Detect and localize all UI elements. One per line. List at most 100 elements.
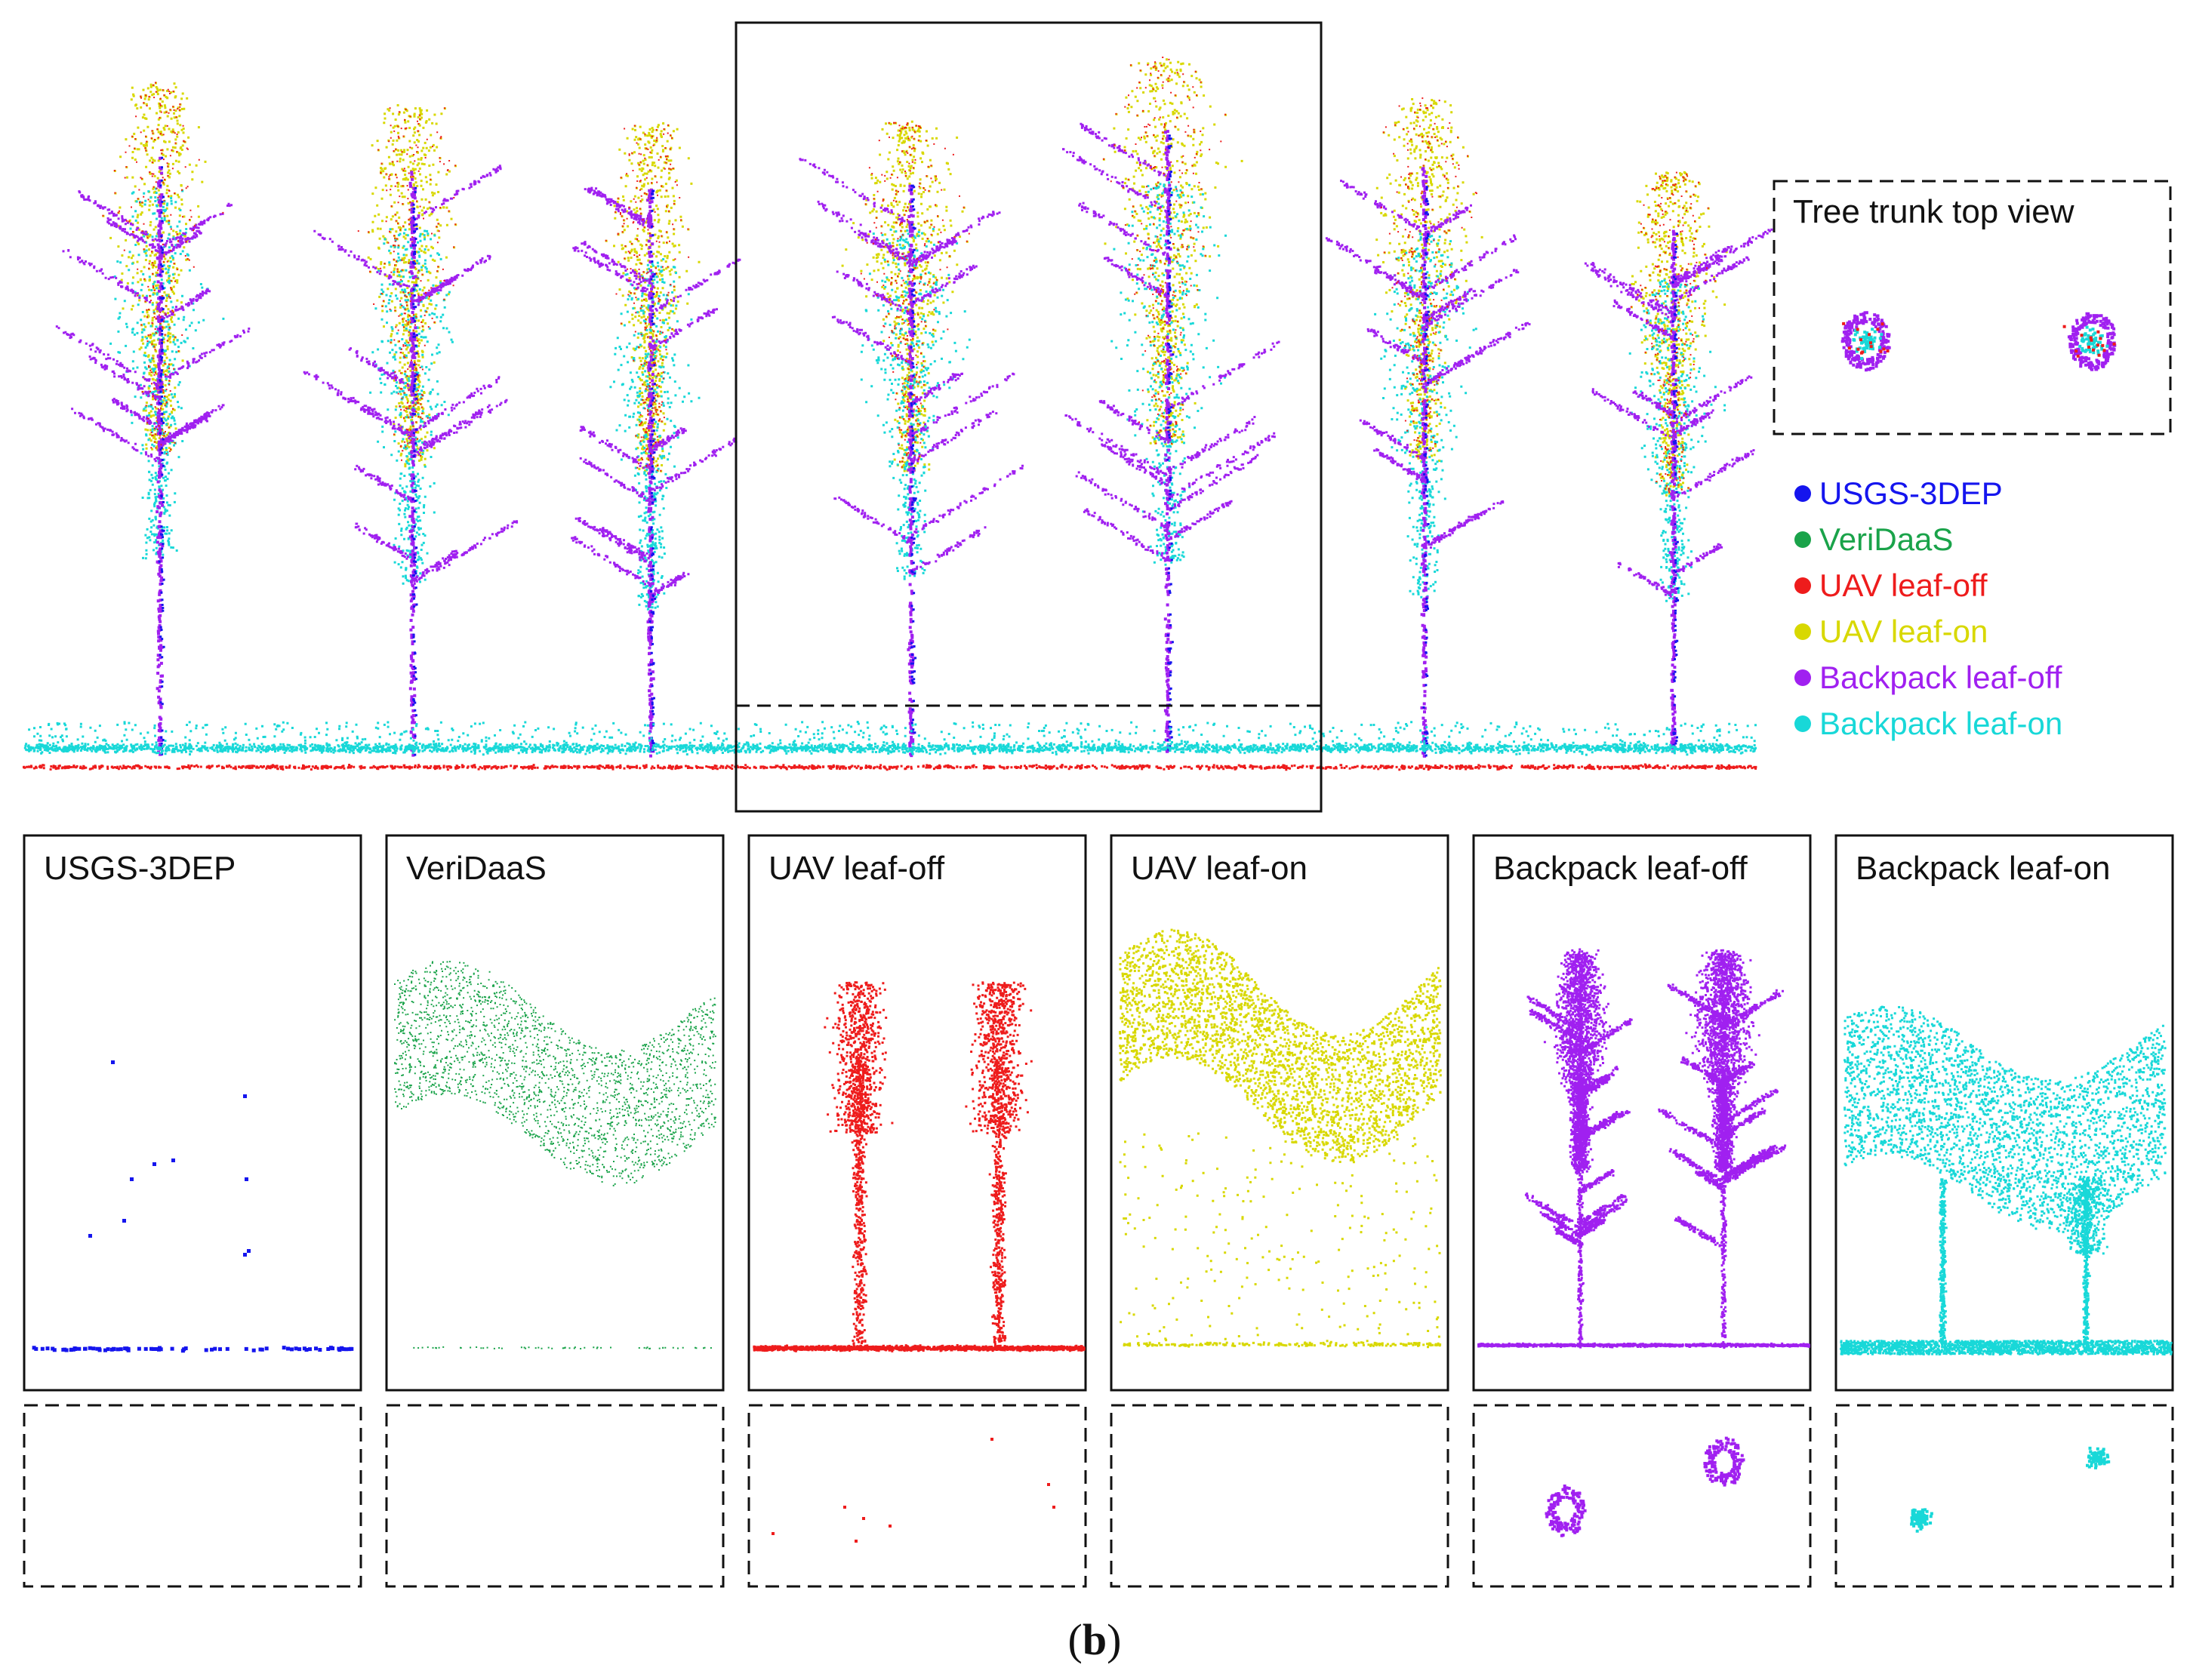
trunk-points [408,171,417,757]
overview-tree-5 [1062,57,1280,753]
legend-marker [1794,485,1811,502]
caption-close: ) [1107,1615,1121,1664]
panel-title: Backpack leaf-off [1493,850,1748,887]
panel-trunk-slice-frame [23,1404,362,1588]
panel-3: UAV leaf-off [747,834,1087,1588]
leaf-on-canopy-points [102,82,207,451]
legend-marker [1794,577,1811,594]
panel-frame [23,834,362,1392]
panel-trunk-slice-frame [747,1404,1087,1588]
trunk-points [907,184,916,758]
inset-frame [1773,180,2172,435]
figure-caption: (b) [1068,1615,1122,1664]
focus-trees-frame [735,21,1323,813]
backpack-leaf-on-points [860,224,971,580]
backpack-leaf-off-branch-points [55,190,251,463]
panel-4: UAV leaf-on [1110,834,1449,1588]
usgs-trunk-points [648,189,657,752]
legend-item-5: Backpack leaf-off [1794,660,2062,695]
usgs-trunk-points [1671,232,1680,749]
panel-trunk-slice-frame [385,1404,725,1588]
legend-item-6: Backpack leaf-on [1794,706,2062,741]
panel-trunk-slice-frame [1110,1404,1449,1588]
legend-item-2: VeriDaaS [1794,522,1953,557]
inset-trunk-2-uav [2062,325,2116,358]
usgs-trunk-points [411,186,418,756]
inset-title: Tree trunk top view [1793,193,2074,230]
legend-item-1: USGS-3DEP [1794,475,2003,511]
backpack-leaf-on-points [109,187,225,560]
inset-trunk-1-uav [1842,322,1890,355]
panel-trunk-slice-frame [1834,1404,2174,1588]
slice-points [1910,1446,2111,1533]
backpack-leaf-off-branch-points [1062,122,1280,562]
backpack-leaf-off-branch-points [1325,180,1531,549]
trunk-points [156,156,165,756]
inset-trunk-1-backpack-off [1840,311,1891,372]
inset-trunk-1-backpack-on [1852,328,1884,360]
legend-marker [1794,715,1811,732]
panel-points [1840,1005,2173,1355]
overview-point-cloud [23,57,1773,771]
overview-tree-3 [571,122,741,758]
panel-title: Backpack leaf-on [1856,850,2111,887]
usgs-trunk-points [910,184,917,755]
backpack-leaf-on-points [1628,278,1726,602]
panel-trunk-slice-frame [1472,1404,1812,1588]
panel-frame [747,834,1087,1392]
panel-2: VeriDaaS [385,834,725,1588]
panel-5: Backpack leaf-off [1472,834,1812,1588]
panel-title: UAV leaf-on [1131,850,1308,887]
overview-tree-4 [799,120,1024,758]
legend-label: UAV leaf-off [1819,568,1988,603]
trunk-points [1163,130,1173,753]
panel-points [1119,928,1442,1349]
uav-leaf-off-points [605,124,690,472]
panel-points [1477,948,1810,1349]
overview-tree-7 [1584,171,1773,753]
overview-tree-1 [55,82,251,756]
leaf-on-canopy-points [841,120,969,472]
panel-6: Backpack leaf-on [1834,834,2174,1588]
panel-frame [385,834,725,1392]
overview-tree-2 [303,104,519,757]
slice-points [1545,1436,1745,1537]
caption-letter: b [1083,1615,1107,1664]
trunk-points [646,188,655,758]
inset-trunk-points [1840,311,2117,372]
panel-title: VeriDaaS [406,850,547,887]
overview-ground [23,721,1757,771]
leaf-on-canopy-points [1375,98,1483,464]
ground-leaf-on-points [23,740,1757,756]
caption-open: ( [1068,1615,1083,1664]
ground-uav-points [23,763,1757,771]
panel-title: UAV leaf-off [769,850,945,887]
backpack-leaf-off-branch-points [303,165,519,586]
panel-points [753,981,1086,1352]
dataset-panels: USGS-3DEP VeriDaaS UAV leaf-off UAV leaf-on… [23,834,2174,1588]
legend-item-3: UAV leaf-off [1794,568,1988,603]
overview-tree-6 [1325,97,1531,758]
leaf-on-canopy-points [367,104,457,468]
legend-label: Backpack leaf-on [1819,706,2062,741]
leaf-on-canopy-points [1102,58,1243,445]
usgs-trunk-points [1166,134,1175,751]
inset-trunk-2-backpack-off [2067,312,2117,371]
legend-item-4: UAV leaf-on [1794,614,1988,649]
legend-label: Backpack leaf-off [1819,660,2062,695]
legend-marker [1794,531,1811,548]
understory-points [25,721,1757,746]
panel-1: USGS-3DEP [23,834,362,1588]
usgs-trunk-points [158,156,165,755]
trunk-top-view-inset: Tree trunk top view [1773,180,2172,435]
legend-marker [1794,623,1811,640]
trunk-points [1668,229,1678,753]
leaf-on-canopy-points [1630,171,1728,497]
uav-leaf-off-points [1102,57,1226,445]
usgs-trunk-points [1422,186,1430,757]
legend-label: VeriDaaS [1819,522,1953,557]
legend-marker [1794,669,1811,686]
inset-trunk-2-backpack-on [2078,325,2109,355]
